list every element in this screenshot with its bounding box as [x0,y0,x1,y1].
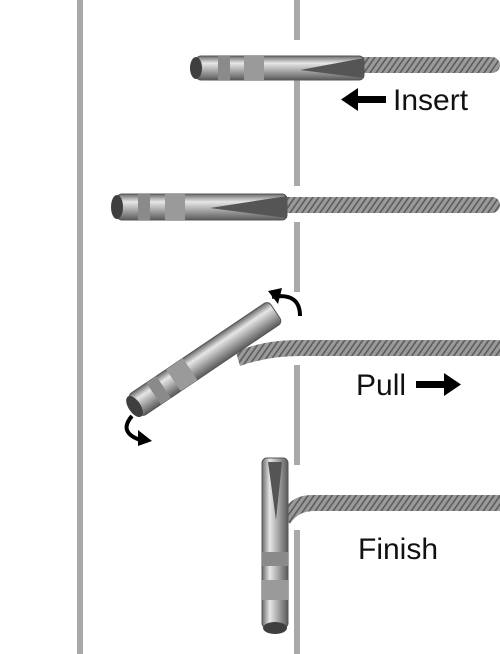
fitting [190,55,365,81]
cable [282,495,500,524]
step-label-insert: Insert [393,84,469,117]
rotate-cw-icon-head [268,288,282,304]
step-label-finish: Finish [358,533,439,566]
arrow-right-icon [416,373,461,396]
arrow-left-icon [341,88,386,111]
left-wall-line [77,0,83,654]
cable [236,340,500,366]
step-pull-illustration [124,288,500,446]
fitting [261,457,289,634]
right-wall-line [294,0,300,654]
step-reset-illustration [111,193,500,221]
step-finish-illustration [261,457,500,634]
step-label-pull: Pull [356,369,407,402]
rotate-ccw-icon [124,414,141,442]
fitting [111,193,288,221]
step-insert-illustration [190,55,500,81]
rotate-ccw-icon-head [138,430,152,446]
fitting [126,302,282,418]
